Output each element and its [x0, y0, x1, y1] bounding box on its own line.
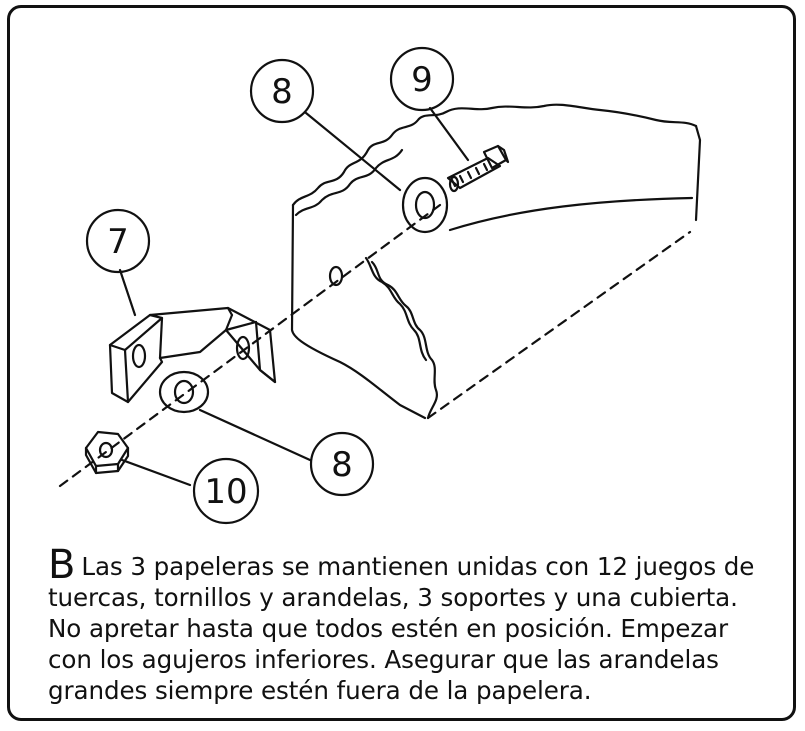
leader-bolt: [428, 106, 470, 162]
leader-washer-bottom: [198, 408, 312, 462]
leader-bracket: [118, 268, 137, 317]
nut: [84, 430, 130, 475]
leader-washer-top: [304, 111, 402, 192]
diagram-frame: [7, 5, 796, 721]
washer-top: [401, 176, 449, 234]
callout-number-washer-bottom: 8: [331, 445, 353, 485]
instruction-text: Las 3 papeleras se mantienen unidas con …: [48, 552, 755, 705]
callout-circle-washer-top: [249, 58, 315, 124]
step-letter: B: [48, 542, 76, 588]
washer-bottom: [158, 370, 210, 414]
leader-nut: [120, 458, 192, 487]
bolt: [446, 144, 510, 193]
callout-circle-washer-bottom: [309, 431, 375, 497]
callout-circle-bracket: [85, 208, 151, 274]
bin-panel: [290, 103, 702, 420]
callout-circle-nut: [192, 457, 260, 525]
callout-circle-bolt: [389, 46, 455, 112]
callout-number-washer-top: 8: [271, 72, 293, 112]
bracket: [108, 306, 277, 404]
callout-number-nut: 10: [204, 472, 247, 512]
callout-number-bolt: 9: [411, 60, 433, 100]
callout-number-bracket: 7: [107, 222, 129, 262]
